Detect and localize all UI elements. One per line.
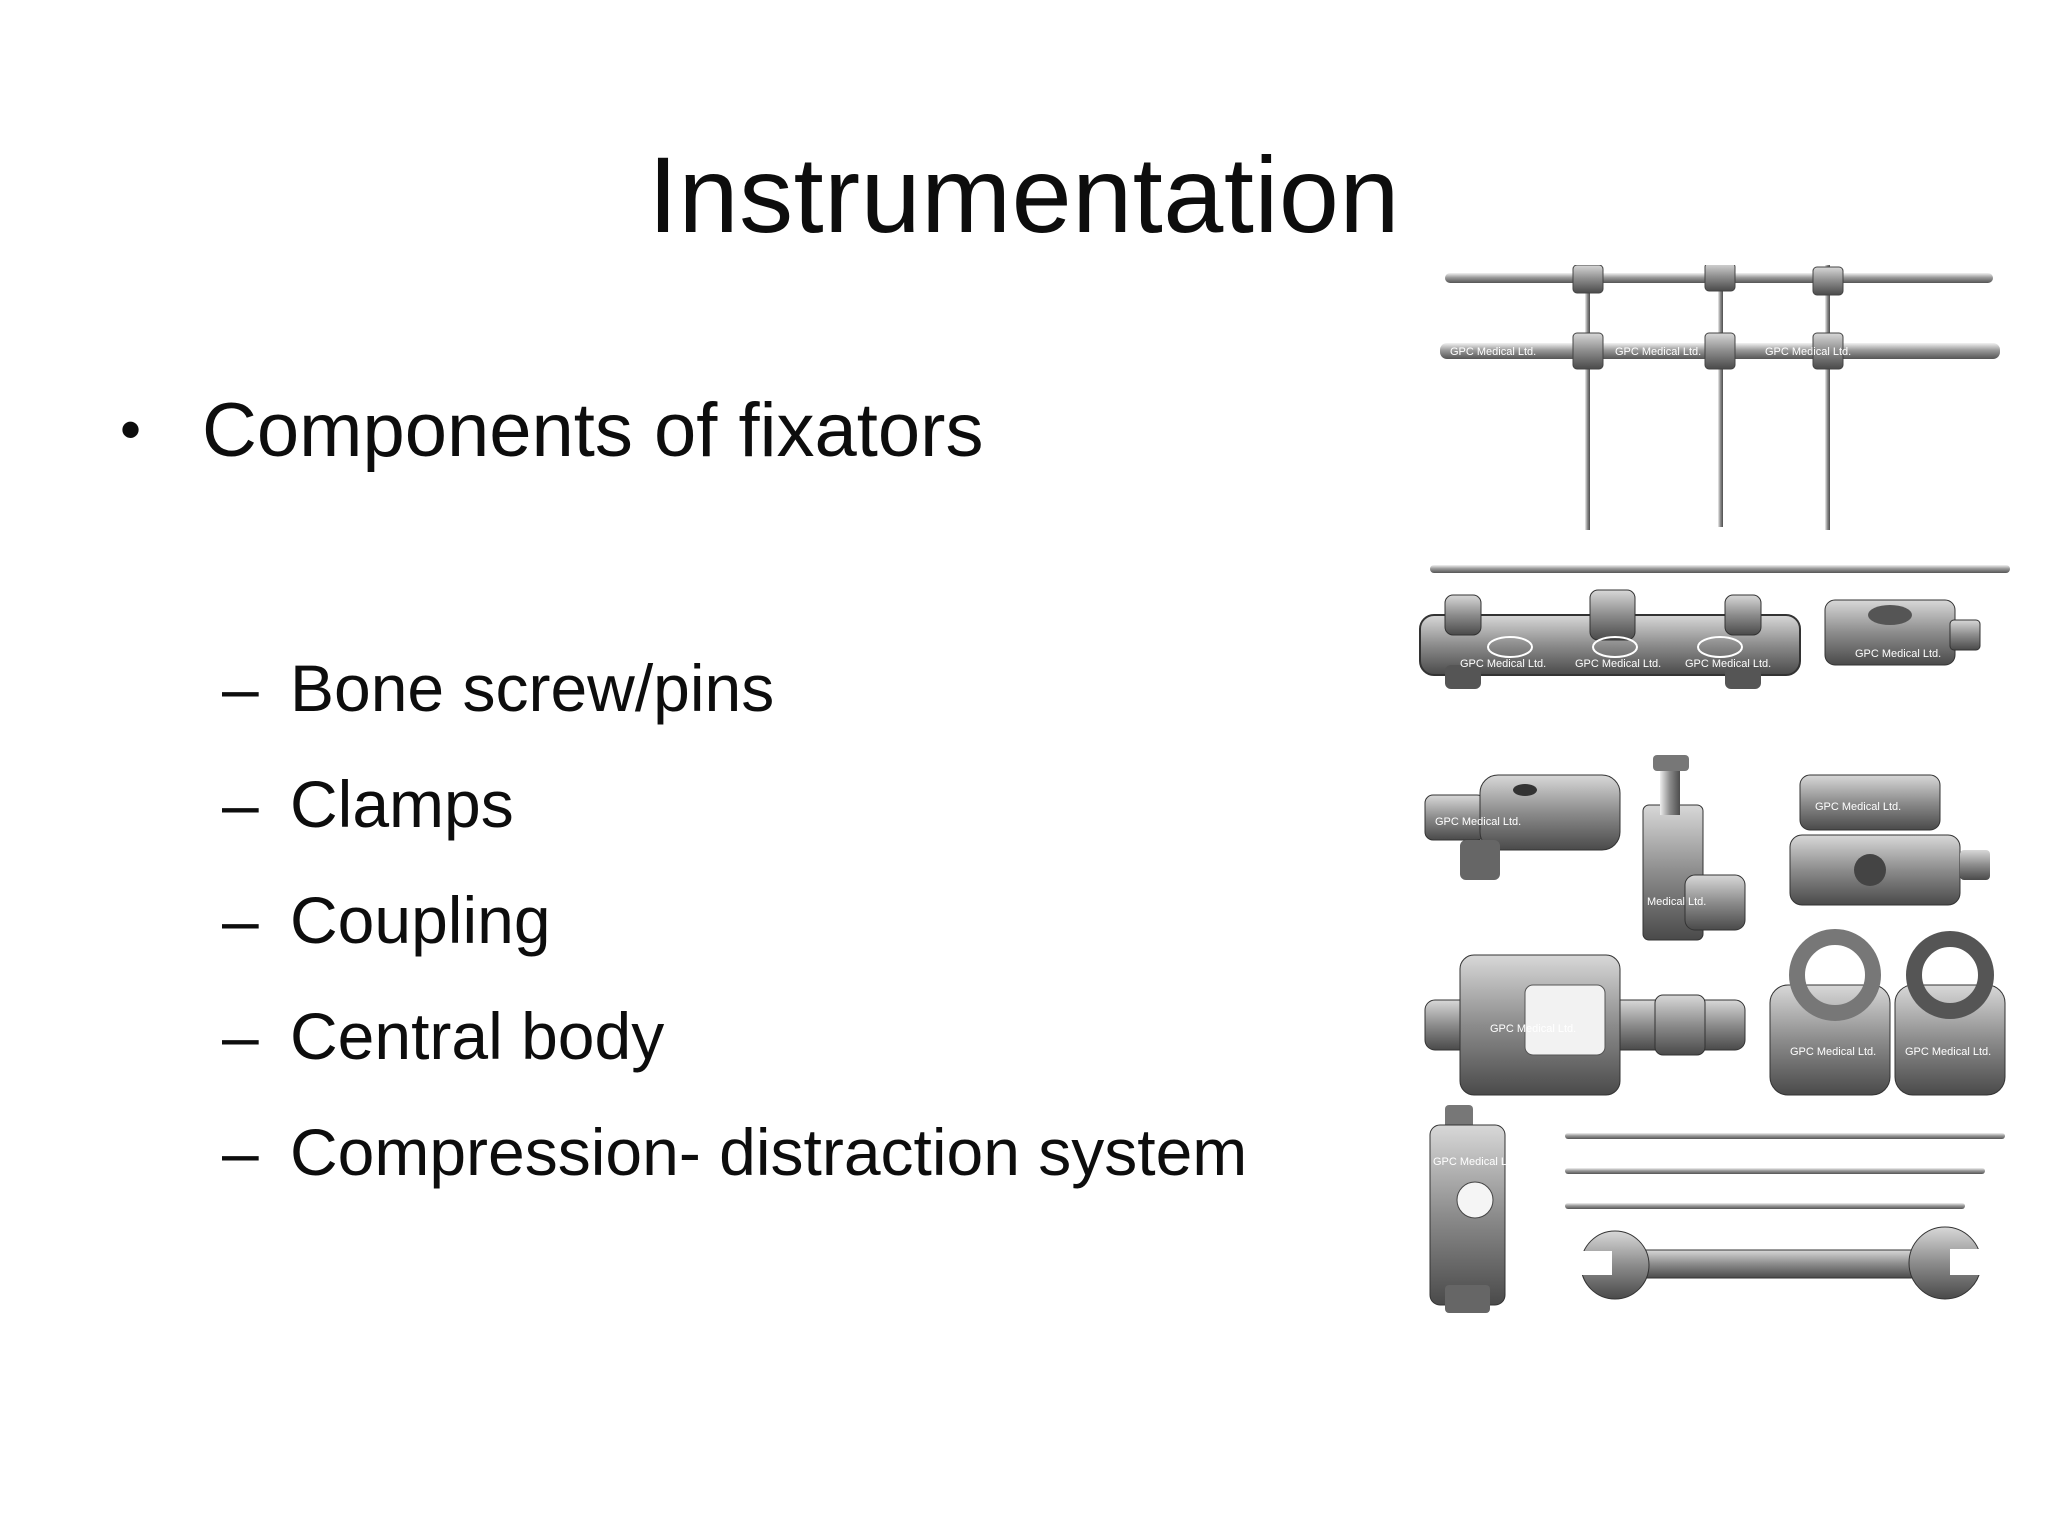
svg-text:GPC Medical Ltd.: GPC Medical Ltd. [1460, 658, 1546, 670]
vertical-clamp-image: GPC Medical Ltd. [1429, 1105, 1519, 1313]
svg-text:GPC Medical Ltd.: GPC Medical Ltd. [1905, 1046, 1991, 1058]
sub-bullet-text: Clamps [290, 767, 514, 841]
svg-text:GPC Medical Ltd.: GPC Medical Ltd. [1855, 648, 1941, 660]
tube-clamp-image: GPC Medical Ltd. GPC Medical Ltd. [1769, 929, 2006, 1096]
main-bullet-text: Components of fixators [202, 388, 984, 473]
sub-bullet-text: Coupling [290, 883, 551, 957]
svg-text:GPC Medical Ltd.: GPC Medical Ltd. [1815, 801, 1901, 813]
dash-icon: – [222, 883, 259, 957]
sub-bullet-text: Bone screw/pins [290, 651, 775, 725]
svg-text:GPC Medical Ltd.: GPC Medical Ltd. [1685, 658, 1771, 670]
sub-bullet-item: –Coupling [222, 862, 1247, 978]
dash-icon: – [222, 1115, 259, 1189]
bullet-icon: • [120, 396, 142, 463]
svg-text:GPC Medical Ltd.: GPC Medical Ltd. [1765, 346, 1851, 358]
small-clamp-image: GPC Medical Ltd. [1824, 599, 1981, 666]
sub-bullet-text: Central body [290, 999, 665, 1073]
sub-bullet-item: –Bone screw/pins [222, 630, 1247, 746]
double-clamp-image: GPC Medical Ltd. [1789, 774, 1990, 906]
clamp-bar-image: GPC Medical Ltd. GPC Medical Ltd. GPC Me… [1419, 589, 1801, 689]
dash-icon: – [222, 767, 259, 841]
wrench-image [1580, 1226, 1990, 1300]
assembled-frame-image: GPC Medical Ltd. GPC Medical Ltd. GPC Me… [1440, 265, 2000, 530]
dash-icon: – [222, 651, 259, 725]
sub-bullet-text: Compression- distraction system [290, 1115, 1248, 1189]
sub-bullet-item: –Central body [222, 978, 1247, 1094]
bone-pins-image [1565, 1133, 2005, 1209]
coupling-image: Medical Ltd. [1642, 755, 1746, 941]
svg-text:GPC Medical Ltd.: GPC Medical Ltd. [1490, 1023, 1576, 1035]
connecting-rod-image [1430, 565, 2010, 573]
dash-icon: – [222, 999, 259, 1073]
svg-text:GPC Medical Ltd.: GPC Medical Ltd. [1790, 1046, 1876, 1058]
watermark-text: GPC Medical Ltd. [1450, 346, 1536, 358]
fixator-components-photo: GPC Medical Ltd. GPC Medical Ltd. GPC Me… [1415, 265, 2015, 1315]
svg-text:GPC Medical Ltd.: GPC Medical Ltd. [1435, 816, 1521, 828]
pin-clamp-image: GPC Medical Ltd. [1424, 774, 1621, 880]
sub-bullet-list: –Bone screw/pins –Clamps –Coupling –Cent… [222, 630, 1247, 1210]
main-bullet: • Components of fixators [120, 380, 984, 481]
central-body-image: GPC Medical Ltd. [1424, 954, 1746, 1096]
sub-bullet-item: –Clamps [222, 746, 1247, 862]
slide-title: Instrumentation [648, 134, 1400, 255]
svg-text:GPC Medical Ltd.: GPC Medical Ltd. [1433, 1156, 1519, 1168]
svg-text:GPC Medical Ltd.: GPC Medical Ltd. [1615, 346, 1701, 358]
svg-text:GPC Medical Ltd.: GPC Medical Ltd. [1575, 658, 1661, 670]
svg-text:Medical Ltd.: Medical Ltd. [1647, 896, 1706, 908]
sub-bullet-item: –Compression- distraction system [222, 1094, 1247, 1210]
